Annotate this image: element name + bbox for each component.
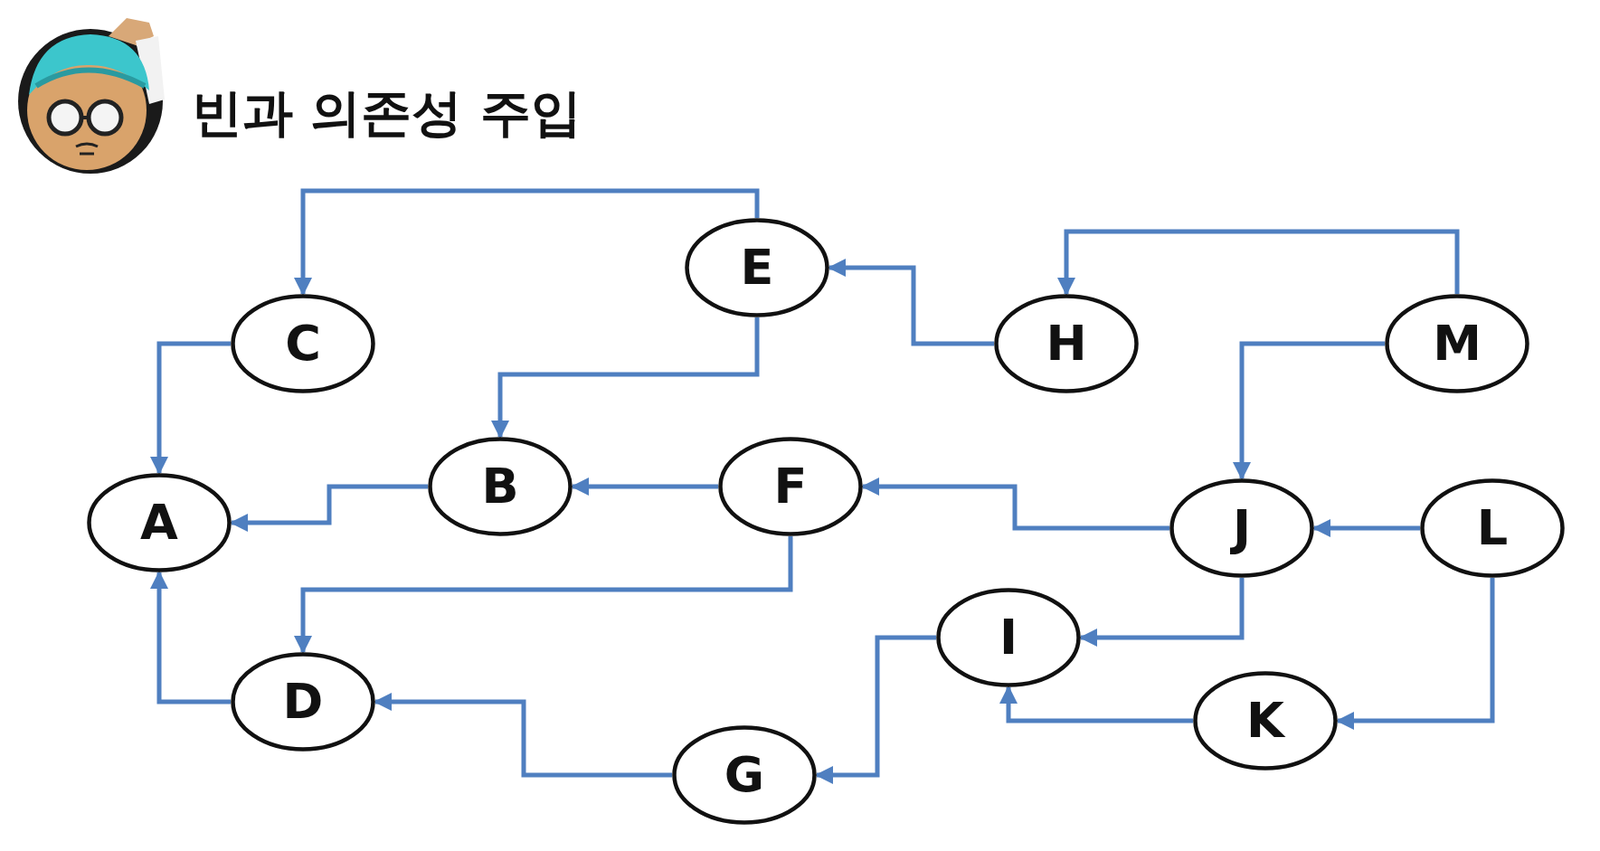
- node-label: A: [140, 498, 179, 548]
- ellipse-node: M: [1384, 293, 1530, 394]
- node-label: C: [284, 319, 322, 369]
- dependency-arrow: [1066, 231, 1458, 294]
- ellipse-node: L: [1420, 478, 1565, 578]
- ellipse-node: C: [230, 293, 376, 394]
- ellipse-node: B: [427, 436, 573, 537]
- ellipse-node: F: [718, 436, 863, 537]
- node-label: G: [724, 750, 765, 800]
- ellipse-node: H: [994, 293, 1139, 394]
- node-label: E: [740, 243, 775, 293]
- node-label: D: [283, 677, 324, 727]
- dependency-arrow: [829, 267, 995, 344]
- node-label: H: [1045, 319, 1087, 369]
- slide-title: 빈과 의존성 주입: [191, 79, 582, 149]
- ellipse-node: A: [86, 473, 232, 573]
- node-label: L: [1476, 503, 1508, 553]
- node-label: J: [1232, 503, 1251, 553]
- dependency-arrow: [1337, 577, 1493, 721]
- dependency-arrow: [816, 637, 937, 776]
- dependency-arrow: [1314, 526, 1421, 531]
- node-label: M: [1432, 319, 1482, 369]
- ellipse-node: I: [936, 587, 1081, 688]
- node-label: K: [1246, 696, 1285, 746]
- dependency-arrow: [1080, 577, 1242, 638]
- dependency-arrow: [159, 572, 231, 702]
- ellipse-node: K: [1192, 671, 1338, 771]
- ellipse-node: D: [230, 652, 376, 752]
- dependency-arrow: [500, 317, 758, 437]
- node-label: F: [774, 462, 808, 512]
- dependency-arrow: [1241, 343, 1385, 479]
- dependency-arrow: [302, 536, 791, 653]
- node-label: I: [999, 613, 1018, 663]
- dependency-arrow: [231, 486, 428, 523]
- ellipse-node: E: [684, 217, 830, 318]
- dependency-arrow: [1008, 687, 1193, 721]
- dependency-arrow: [375, 701, 673, 776]
- dependency-arrow: [862, 486, 1170, 529]
- ellipse-node: J: [1169, 478, 1315, 578]
- dependency-arrow: [159, 343, 231, 474]
- node-label: B: [481, 462, 519, 512]
- dependency-arrow: [572, 484, 719, 490]
- ellipse-node: G: [672, 725, 817, 825]
